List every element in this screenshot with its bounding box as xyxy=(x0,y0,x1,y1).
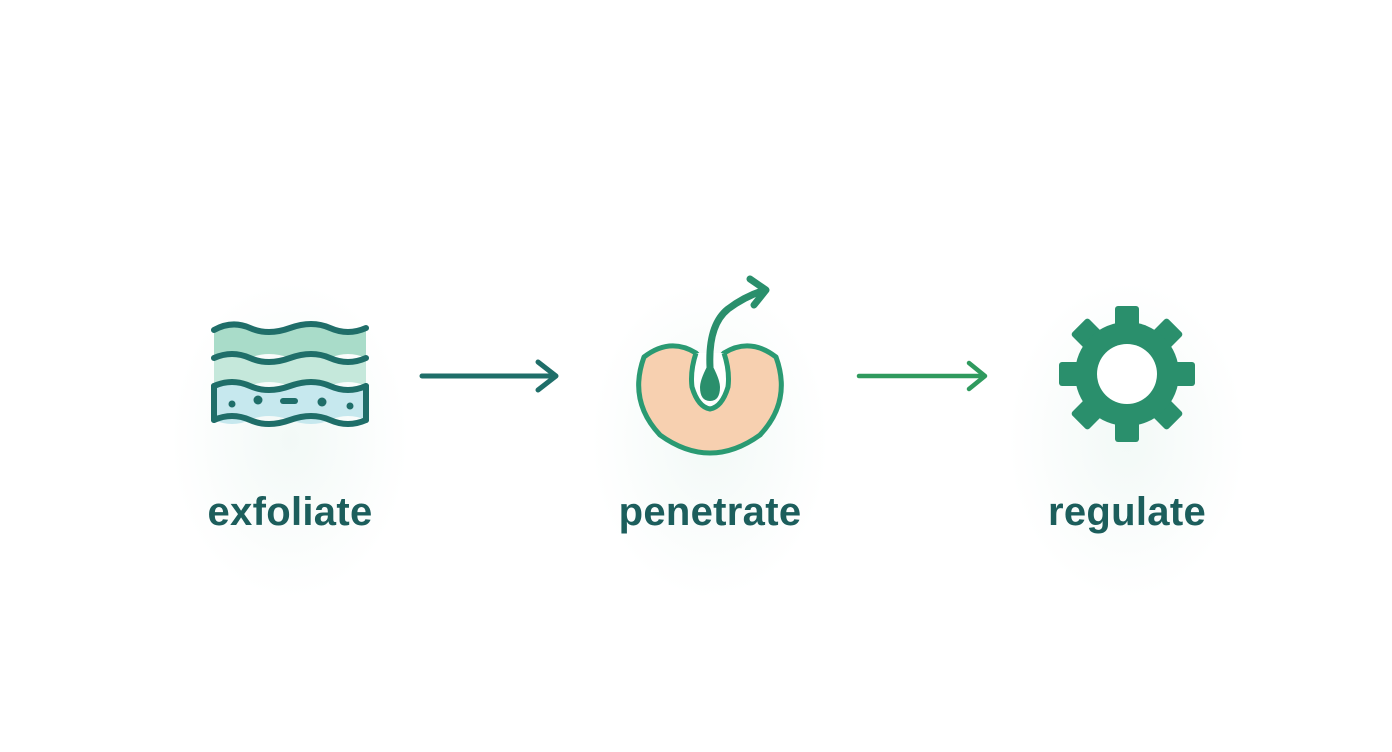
step-label: exfoliate xyxy=(207,490,373,534)
gear-icon xyxy=(1059,306,1195,442)
pore-arrow-icon xyxy=(636,275,784,456)
step-regulate: regulate xyxy=(1007,280,1247,600)
arrow-right-icon xyxy=(419,359,559,393)
step-label: regulate xyxy=(1047,490,1206,534)
step-label: penetrate xyxy=(618,490,802,534)
skin-layers-icon xyxy=(211,321,369,427)
step-penetrate: penetrate xyxy=(590,275,830,600)
arrow-right-icon xyxy=(856,360,988,392)
step-exfoliate: exfoliate xyxy=(170,280,410,600)
